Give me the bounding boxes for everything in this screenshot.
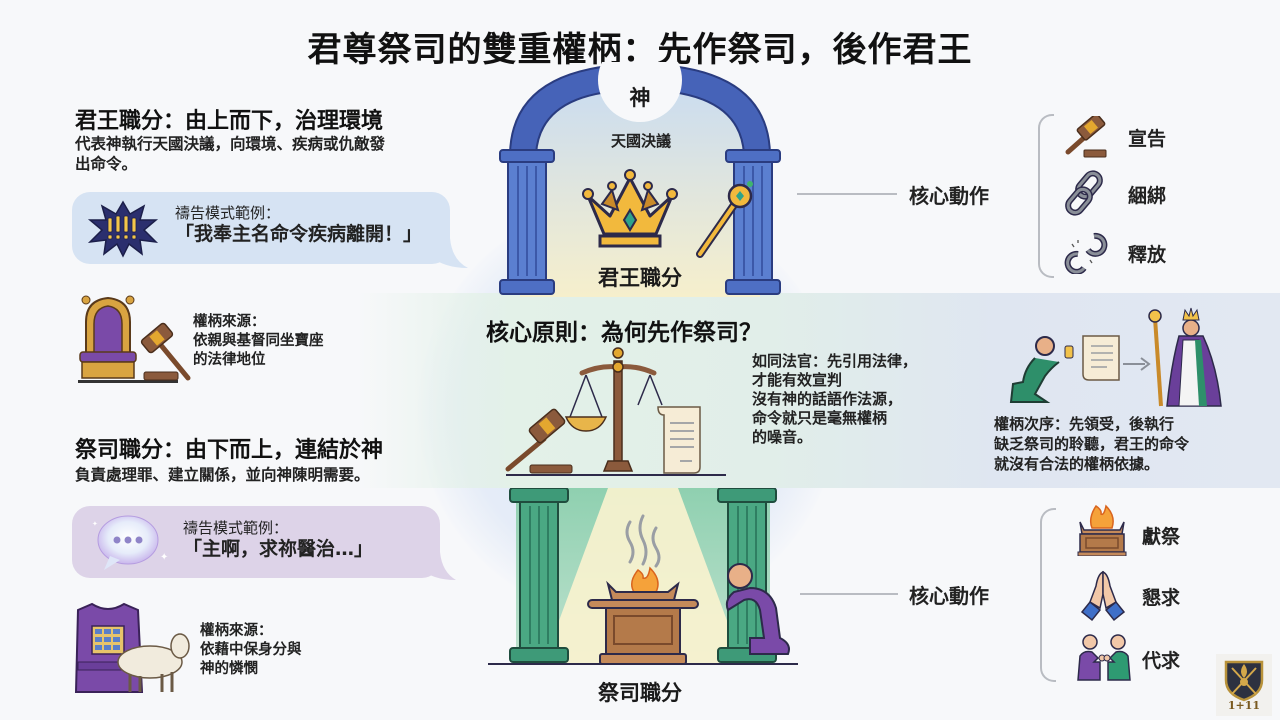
king-action-declare: 宣告: [1128, 128, 1167, 150]
badge-text: 1+11: [1227, 699, 1261, 712]
scepter-icon: [696, 181, 753, 258]
priest-heading: 祭司職分：由下而上，連結於神: [75, 438, 384, 463]
king-authority-label: 權柄來源：: [193, 314, 266, 330]
judge-text-line: 沒有神的話語作法源，: [752, 390, 903, 408]
heaven-decree-label: 天國決議: [610, 132, 671, 150]
praying-hands-icon: [1080, 570, 1126, 622]
priest-authority-line1: 依藉中保身分與: [200, 642, 302, 658]
order-text-line: 缺乏祭司的聆聽，君王的命令: [994, 435, 1190, 453]
judge-text-line: 命令就只是毫無權柄: [752, 409, 888, 427]
crown-icon: [582, 169, 678, 248]
priest-action-intercede: 代求: [1142, 650, 1181, 672]
priest-actions-brace: [1040, 508, 1056, 682]
king-action-release: 釋放: [1128, 244, 1167, 266]
king-office-label: 君王職分: [598, 266, 682, 290]
king-description-line1: 代表神執行天國決議，向環境、疾病或仇敵發: [75, 135, 386, 153]
priest-authority-line2: 神的憐憫: [200, 661, 258, 677]
intercession-icon: [1077, 634, 1131, 681]
priest-prayer-quote: 「主啊，求祢醫治…」: [183, 538, 374, 560]
king-authority-line2: 的法律地位: [193, 352, 266, 368]
king-arch: [499, 62, 781, 297]
priest-office-label: 祭司職分: [598, 681, 682, 705]
chain-link-icon: [1065, 170, 1103, 216]
throne-gavel-icon: [78, 295, 191, 383]
svg-text:✦: ✦: [92, 520, 98, 528]
king-heading: 君王職分：由上而下，治理環境: [75, 109, 384, 134]
king-description-line2: 出命令。: [75, 155, 138, 173]
scales-of-justice-icon: [505, 347, 726, 476]
core-principle-heading: 核心原則：為何先作祭司？: [486, 320, 762, 346]
priest-prayer-label: 禱告模式範例：: [183, 519, 289, 537]
priest-temple: [488, 488, 798, 665]
priest-prayer-example-text: 禱告模式範例： 「主啊，求祢醫治…」: [183, 518, 373, 560]
core-principle-band: [0, 293, 1280, 488]
judge-text-line: 才能有效宣判: [752, 371, 843, 389]
king-authority-line1: 依親與基督同坐寶座: [193, 333, 324, 349]
king-action-bind: 綑綁: [1128, 185, 1167, 207]
god-label: 神: [629, 86, 651, 110]
king-prayer-example-text: 禱告模式範例： 「我奉主名命令疾病離開！」: [175, 203, 422, 245]
king-authority-source: 權柄來源： 依親與基督同坐寶座 的法律地位: [193, 313, 324, 370]
king-actions-label: 核心動作: [909, 184, 989, 208]
bubble-tail: [430, 238, 468, 268]
priest-authority-label: 權柄來源：: [200, 623, 273, 639]
priest-action-offer: 獻祭: [1142, 526, 1181, 548]
order-text-line: 就沒有合法的權柄依據。: [994, 455, 1160, 473]
judge-text-line: 如同法官：先引用法律，: [752, 352, 918, 370]
priest-authority-source: 權柄來源： 依藉中保身分與 神的憐憫: [200, 622, 302, 679]
svg-text:✦: ✦: [160, 552, 168, 563]
speech-bubble-icon: ✦✦: [92, 515, 168, 570]
king-prayer-quote: 「我奉主名命令疾病離開！」: [175, 223, 423, 245]
judge-analogy-text: 如同法官：先引用法律， 才能有效宣判 沒有神的話語作法源， 命令就只是毫無權柄 …: [752, 352, 917, 447]
altar-fire-icon: [1077, 504, 1127, 556]
connector-line: [797, 193, 897, 195]
priest-description: 負責處理罪、建立關係，並向神陳明需要。: [75, 466, 370, 484]
exclamation-burst-icon: [87, 200, 159, 258]
connector-line: [800, 593, 898, 595]
judge-text-line: 的噪音。: [752, 428, 813, 446]
authority-order-text: 權柄次序：先領受，後執行 缺乏祭司的聆聽，君王的命令 就沒有合法的權柄依據。: [994, 414, 1189, 474]
king-actions-brace: [1038, 114, 1054, 278]
crest-badge: 1+11: [1216, 654, 1272, 716]
kneel-receive-then-rule-icon: [1009, 307, 1222, 407]
king-prayer-label: 禱告模式範例：: [175, 204, 281, 222]
priest-action-petition: 懇求: [1142, 587, 1181, 609]
ephod-lamb-icon: [74, 602, 190, 693]
crest-badge-icon: [1224, 660, 1264, 702]
bubble-tail: [420, 552, 456, 580]
broken-chain-icon: [1064, 232, 1108, 274]
gavel-icon: [1065, 116, 1107, 158]
priest-actions-label: 核心動作: [909, 584, 989, 608]
order-text-line: 權柄次序：先領受，後執行: [994, 415, 1175, 433]
